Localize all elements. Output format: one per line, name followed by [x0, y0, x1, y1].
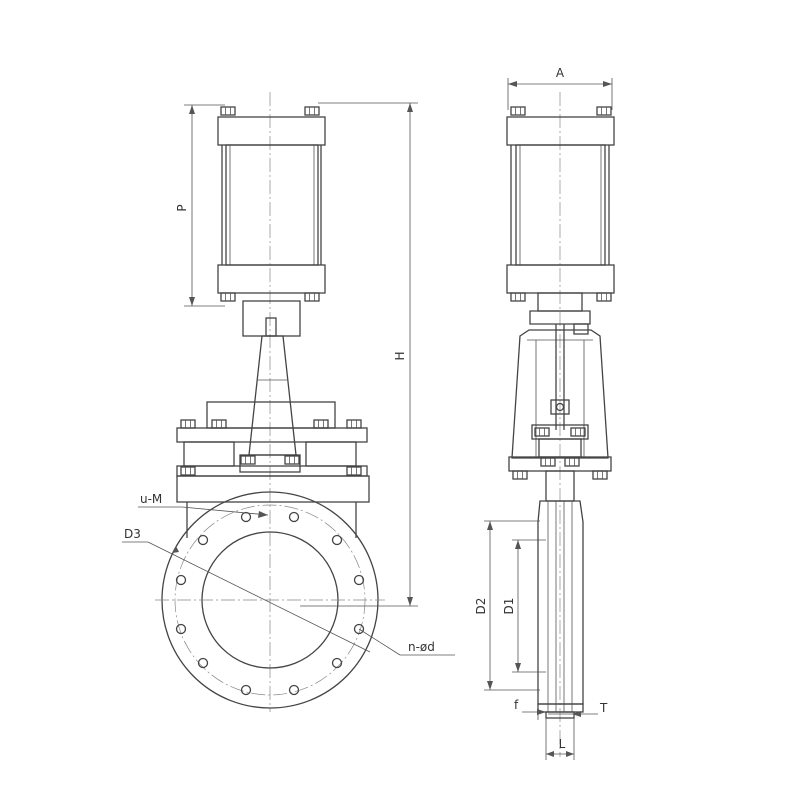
side-yoke — [508, 292, 612, 480]
dimension-d2: D2 — [474, 520, 540, 691]
dimension-d3: D3 — [122, 527, 371, 653]
dimension-d1: D1 — [502, 539, 546, 673]
dimension-h: H — [300, 102, 418, 607]
label-d2: D2 — [474, 598, 488, 615]
front-body — [176, 475, 370, 538]
dimension-n-d: n-ød — [358, 628, 455, 656]
front-flange — [155, 491, 385, 709]
front-cylinder — [217, 106, 326, 302]
dimension-a: A — [507, 66, 613, 110]
label-f: f — [514, 698, 519, 712]
side-body — [537, 470, 584, 719]
dimension-f: f — [514, 698, 546, 720]
label-p: P — [175, 204, 189, 211]
label-u-m: u-M — [140, 492, 162, 506]
label-n-d: n-ød — [408, 640, 435, 654]
label-l: L — [559, 737, 566, 751]
front-support — [176, 300, 368, 477]
dimension-u-m: u-M — [138, 492, 269, 518]
dimension-t: T — [548, 701, 608, 717]
dimension-l: L — [545, 718, 575, 760]
label-t: T — [599, 701, 608, 715]
label-d1: D1 — [502, 598, 516, 615]
label-d3: D3 — [124, 527, 141, 541]
dimension-p: P — [175, 104, 225, 307]
label-a: A — [556, 66, 565, 80]
front-view: P H u-M D3 n-ød — [122, 92, 455, 712]
side-cylinder — [506, 106, 615, 302]
side-view: A D2 D1 f — [474, 66, 615, 760]
label-h: H — [393, 351, 407, 360]
